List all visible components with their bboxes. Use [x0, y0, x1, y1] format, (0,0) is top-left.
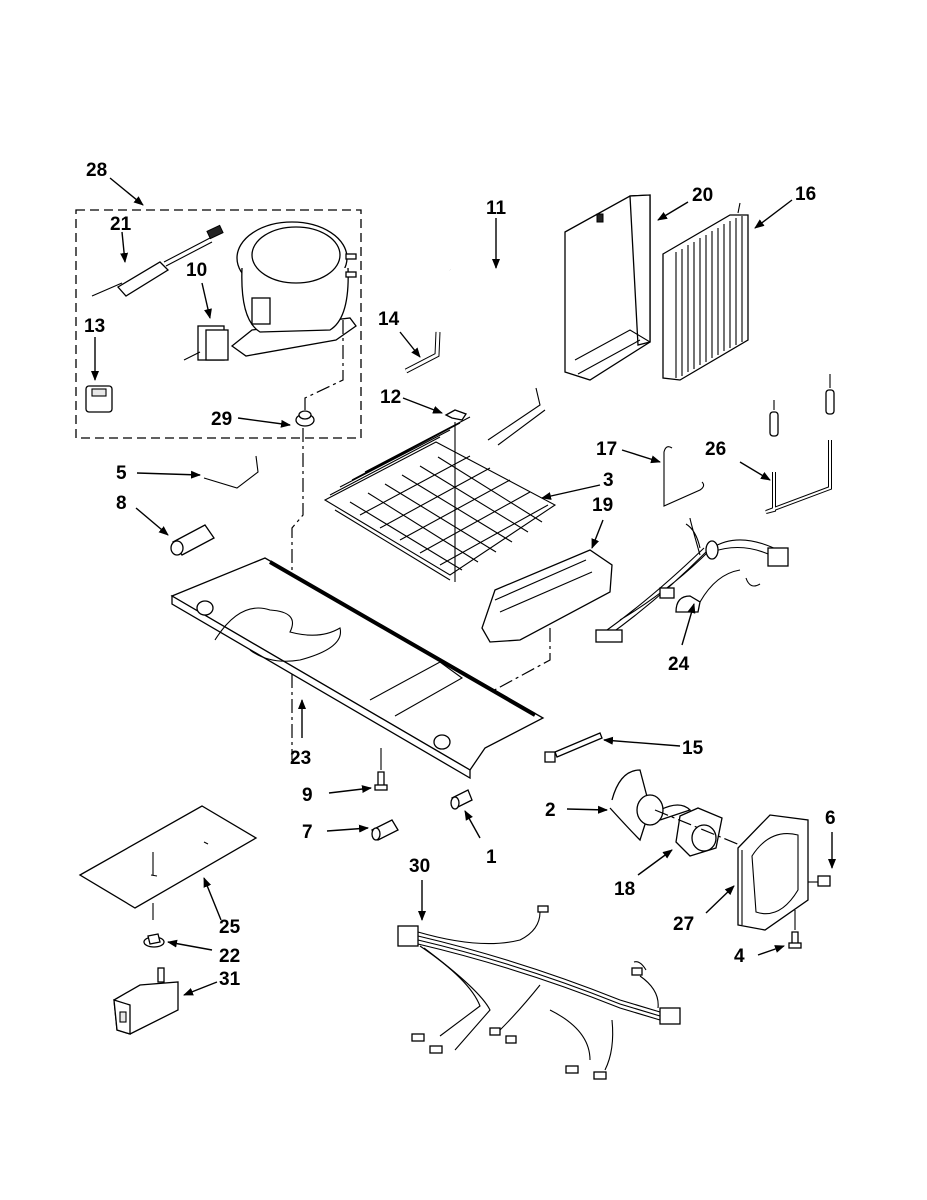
callout-31[interactable]: 31	[219, 969, 241, 990]
tube-14	[404, 331, 441, 374]
tie-strap	[544, 732, 603, 763]
callout-3[interactable]: 3	[603, 470, 614, 491]
tube-11	[448, 269, 540, 352]
callout-21[interactable]: 21	[110, 214, 132, 235]
callout-18[interactable]: 18	[614, 879, 635, 900]
clip-12	[444, 409, 467, 421]
leader-arrows	[91, 177, 836, 996]
grommet-7	[371, 819, 399, 841]
evaporator-cover	[564, 194, 651, 381]
hanger-wire-17	[663, 446, 705, 507]
clip-22	[143, 933, 165, 948]
overload	[85, 385, 113, 413]
heat-exchanger-tube	[765, 374, 835, 514]
callout-17[interactable]: 17	[596, 439, 617, 460]
callout-22[interactable]: 22	[219, 946, 240, 967]
power-cord-harness	[595, 517, 789, 643]
callout-6[interactable]: 6	[825, 808, 836, 829]
grommet-1	[450, 789, 473, 810]
callout-24[interactable]: 24	[668, 654, 690, 675]
condenser-coil	[323, 387, 557, 582]
clip-5	[203, 455, 259, 489]
callout-11[interactable]: 11	[486, 198, 507, 219]
callout-2[interactable]: 2	[545, 800, 556, 821]
compressor	[230, 221, 357, 357]
grommet-29	[295, 410, 315, 427]
callout-23[interactable]: 23	[290, 748, 311, 769]
base-pan	[170, 557, 545, 780]
callout-5[interactable]: 5	[116, 463, 127, 484]
insulation-tube-8	[170, 524, 215, 556]
insulation-sheet	[78, 805, 258, 920]
screw-4	[788, 910, 802, 949]
compressor-kit-group	[75, 209, 362, 439]
evaporator	[662, 202, 749, 381]
callout-29[interactable]: 29	[211, 409, 232, 430]
callout-4[interactable]: 4	[734, 946, 745, 967]
callout-labels: 28 21 10 13 29 11 14 12 20 16 5 8 17 26 …	[84, 160, 836, 990]
fan-shroud	[737, 814, 831, 931]
fan-motor	[654, 807, 741, 857]
wire-harness	[397, 905, 681, 1080]
callout-12[interactable]: 12	[380, 387, 401, 408]
callout-20[interactable]: 20	[692, 185, 713, 206]
kit-boundary-dashed	[75, 209, 362, 439]
callout-14[interactable]: 14	[378, 309, 400, 330]
callout-28[interactable]: 28	[86, 160, 107, 181]
callout-30[interactable]: 30	[409, 856, 430, 877]
callout-27[interactable]: 27	[673, 914, 694, 935]
callout-1[interactable]: 1	[486, 847, 497, 868]
callout-8[interactable]: 8	[116, 493, 127, 514]
fan-blade	[609, 769, 692, 842]
start-relay	[183, 325, 229, 361]
callout-25[interactable]: 25	[219, 917, 241, 938]
drier	[91, 224, 224, 297]
callout-16[interactable]: 16	[795, 184, 816, 205]
screw-9	[374, 748, 388, 791]
callout-10[interactable]: 10	[186, 260, 207, 281]
callout-15[interactable]: 15	[682, 738, 704, 759]
callout-9[interactable]: 9	[302, 785, 313, 806]
callout-13[interactable]: 13	[84, 316, 105, 337]
callout-19[interactable]: 19	[592, 495, 613, 516]
callout-26[interactable]: 26	[705, 439, 726, 460]
evaporator-fins	[675, 216, 743, 378]
control-box	[113, 967, 179, 1035]
callout-7[interactable]: 7	[302, 822, 313, 843]
